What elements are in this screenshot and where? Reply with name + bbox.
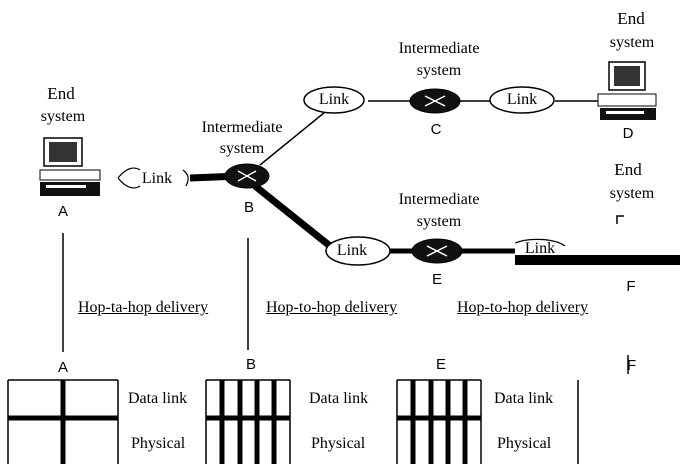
link-oval-b-c [303, 86, 365, 114]
stack-e-datalink: Data link [494, 390, 554, 407]
stack-b-label: B [245, 356, 257, 373]
stack-f-label: F [627, 357, 637, 374]
node-e-label: E [431, 271, 443, 288]
end-system-a-title: End [47, 84, 75, 103]
link-oval-b-e [325, 236, 391, 266]
link-oval-c-d [489, 86, 555, 114]
stack-b-datalink: Data link [309, 390, 369, 407]
link-label-b-c: Link [318, 91, 350, 108]
router-e-icon [411, 238, 463, 264]
stack-e-physical: Physical [497, 435, 552, 452]
stack-a-physical: Physical [131, 435, 186, 452]
inter-b-sub: system [219, 140, 265, 157]
hop-label-3: Hop-to-hop delivery [457, 299, 589, 316]
link-e-f-bar [515, 255, 680, 265]
node-b-label: B [243, 199, 255, 216]
inter-e-sub: system [416, 213, 462, 230]
end-system-f-title: End [614, 160, 642, 179]
end-system-f-sub: system [609, 185, 655, 202]
node-c-label: C [430, 121, 442, 138]
stack-a-label: A [57, 359, 69, 376]
router-b-icon [224, 163, 270, 189]
link-a-b-connector [117, 167, 141, 189]
node-a-label: A [57, 203, 69, 220]
inter-e-title: Intermediate [398, 191, 480, 208]
stack-b-grid [205, 379, 291, 464]
inter-b-title: Intermediate [201, 119, 283, 136]
link-label-c-d: Link [506, 91, 538, 108]
hop-label-1: Hop-ta-hop delivery [78, 299, 209, 316]
link-label-a-b: Link [141, 170, 173, 187]
router-c-icon [409, 88, 461, 114]
stack-a-datalink: Data link [128, 390, 188, 407]
link-label-b-e: Link [336, 242, 368, 259]
end-system-d-sub: system [609, 34, 655, 51]
end-system-d-title: End [617, 9, 645, 28]
end-system-a-sub: system [40, 108, 86, 125]
node-f-label: F [626, 278, 636, 295]
link-a-b-end [182, 169, 189, 187]
hop-label-2: Hop-to-hop delivery [266, 299, 398, 316]
link-b-c-line [259, 107, 331, 166]
link-b-e-line [252, 183, 333, 249]
link-oval-e-f [514, 238, 566, 247]
inter-c-sub: system [416, 62, 462, 79]
link-label-e-f: Link [524, 240, 556, 257]
computer-f-icon [616, 215, 624, 224]
stack-b-physical: Physical [311, 435, 366, 452]
computer-a-icon [39, 137, 101, 196]
stack-a-grid [7, 379, 119, 464]
stack-e-grid [396, 379, 482, 464]
inter-c-title: Intermediate [398, 40, 480, 57]
stack-e-label: E [435, 356, 447, 373]
computer-d-icon [597, 61, 657, 120]
node-d-label: D [622, 125, 634, 142]
